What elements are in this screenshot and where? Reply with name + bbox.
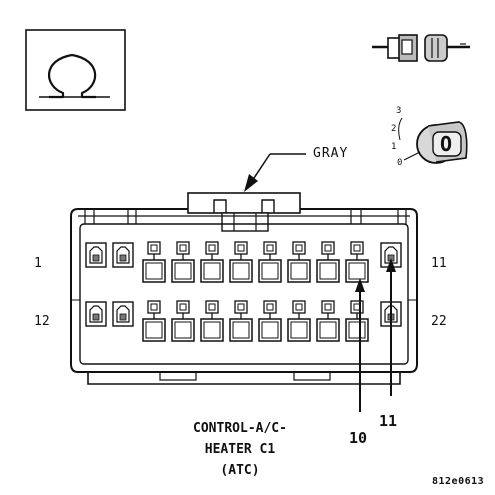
pin-cavities (85, 241, 402, 342)
cavity-pin-4 (171, 241, 195, 283)
cavity-pin-13 (112, 301, 134, 327)
cavity-pin-9 (316, 241, 340, 283)
wire-color-label: GRAY (313, 146, 349, 161)
callout-pin-11: 11 (379, 412, 398, 430)
cavity-pin-2 (112, 242, 134, 268)
cavity-pin-15 (171, 300, 195, 342)
connector-title: CONTROL-A/C- HEATER C1 (ATC) (160, 418, 320, 481)
gray-wire-pointer (244, 153, 306, 192)
connector-title-line-1: CONTROL-A/C- (193, 421, 287, 436)
connector-title-line-2: HEATER C1 (204, 442, 276, 457)
pin-number-22: 22 (431, 314, 447, 329)
cavity-pin-12 (85, 301, 107, 327)
cavity-pin-8 (287, 241, 311, 283)
ignition-position-0: 0 (397, 158, 403, 168)
connector-disconnect-icon (372, 34, 470, 62)
ignition-position-1: 1 (391, 142, 397, 152)
cavity-pin-1 (85, 242, 107, 268)
figure-code: 812e0613 (432, 476, 485, 487)
ignition-key-label: O (440, 132, 453, 156)
cavity-pin-6 (229, 241, 253, 283)
cavity-pin-19 (287, 300, 311, 342)
cavity-pin-17 (229, 300, 253, 342)
connector-body (70, 192, 418, 385)
connector-title-line-3: (ATC) (220, 463, 260, 478)
pin-number-11: 11 (431, 256, 447, 271)
cavity-pin-10 (345, 241, 369, 283)
cavity-pin-21 (345, 300, 369, 342)
cavity-pin-20 (316, 300, 340, 342)
cavity-pin-3 (142, 241, 166, 283)
cavity-pin-5 (200, 241, 224, 283)
cavity-pin-18 (258, 300, 282, 342)
pin-number-1: 1 (34, 256, 42, 271)
ignition-position-3: 3 (396, 106, 402, 116)
cavity-pin-7 (258, 241, 282, 283)
cavity-pin-16 (200, 300, 224, 342)
callout-leaders (355, 258, 396, 412)
callout-pin-10: 10 (349, 429, 368, 447)
omega-view-icon (25, 29, 126, 111)
cavity-pin-14 (142, 300, 166, 342)
ignition-key-icon (398, 117, 468, 164)
pin-number-12: 12 (34, 314, 50, 329)
ignition-position-2: 2 (391, 124, 397, 134)
